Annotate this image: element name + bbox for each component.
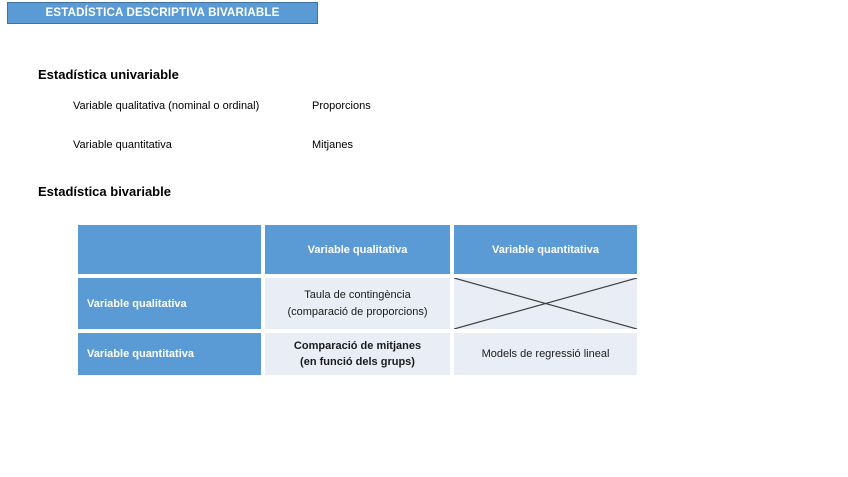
cell-line: (en funció dels grups) [300, 356, 415, 368]
section-bivariable-heading: Estadística bivariable [38, 184, 171, 199]
table-header-empty-cell [78, 225, 261, 274]
cell-comparacio-mitjanes: Comparació de mitjanes (en funció dels g… [265, 333, 450, 375]
table-row-label-qualitativa: Variable qualitativa [78, 278, 261, 329]
univariable-row-label: Variable qualitativa (nominal o ordinal) [73, 100, 260, 112]
section-univariable-heading: Estadística univariable [38, 67, 179, 82]
cell-line: Models de regressió lineal [481, 347, 610, 360]
title-banner-label: ESTADÍSTICA DESCRIPTIVA BIVARIABLE [45, 7, 280, 19]
stats-table: Variable qualitativa Variable quantitati… [78, 225, 637, 375]
table-row-label-quantitativa: Variable quantitativa [78, 333, 261, 375]
table-header-cell-qualitativa: Variable qualitativa [265, 225, 450, 274]
univariable-row-value: Proporcions [312, 100, 371, 112]
univariable-row-label: Variable quantitativa [73, 139, 172, 151]
cell-crossed-out [454, 278, 637, 329]
cell-models-regressio: Models de regressió lineal [454, 333, 637, 375]
univariable-row-value: Mitjanes [312, 139, 353, 151]
title-banner: ESTADÍSTICA DESCRIPTIVA BIVARIABLE [7, 2, 318, 24]
cross-x-icon [454, 278, 637, 329]
cell-taula-contingencia: Taula de contingència (comparació de pro… [265, 278, 450, 329]
cell-line: (comparació de proporcions) [287, 305, 428, 318]
cell-line: Comparació de mitjanes [293, 339, 422, 352]
cell-line: Taula de contingència [304, 289, 411, 301]
table-header-cell-quantitativa: Variable quantitativa [454, 225, 637, 274]
